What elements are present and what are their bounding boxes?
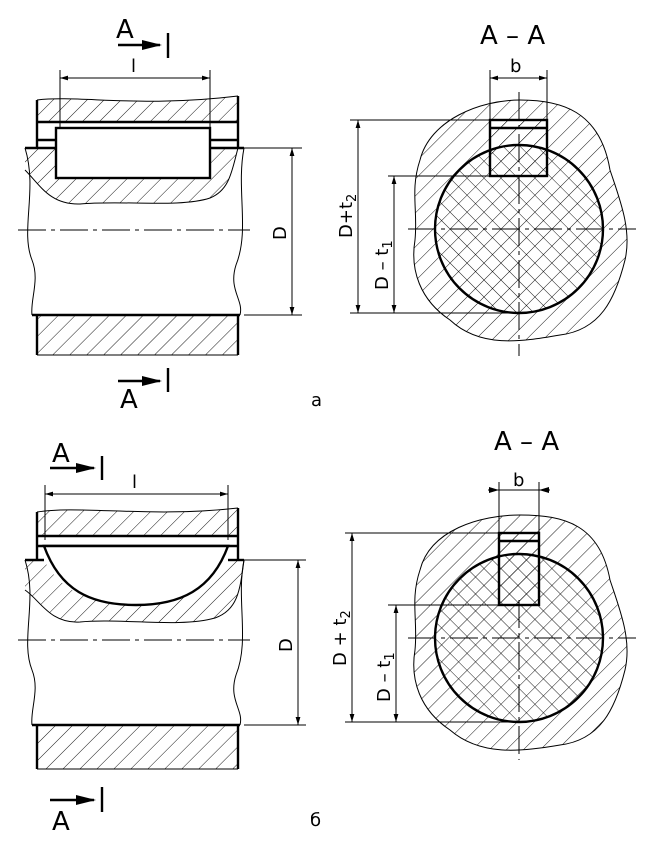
- figure-b-longitudinal-view: A l D: [18, 439, 306, 837]
- dim-D-plus-t2-label-b: D + t: [330, 619, 351, 666]
- caption-a: a: [311, 390, 322, 411]
- svg-text:D+t2: D+t2: [336, 194, 360, 238]
- dim-D-minus-t1-sub-a: 1: [381, 240, 396, 248]
- svg-text:D – t1: D – t1: [374, 652, 398, 702]
- dim-D-minus-t1-label-b: D – t: [374, 661, 395, 702]
- dim-l-label-a: l: [131, 56, 136, 77]
- figure-a-cross-section: A – A b D+t2 D – t1: [336, 21, 636, 356]
- dim-b-label-b: b: [513, 470, 524, 491]
- dim-D-minus-t1-sub-b: 1: [383, 652, 398, 660]
- dim-b-label-a: b: [510, 56, 521, 77]
- section-mark-a-bottom-letter: A: [120, 385, 138, 415]
- figure-b-cross-section: A – A b D + t2 D – t1: [330, 427, 636, 760]
- dim-D-label-b: D: [276, 638, 297, 652]
- dim-D-plus-t2-label-a: D+t: [336, 202, 357, 238]
- section-mark-b-bottom-letter: A: [52, 807, 70, 837]
- dim-D-plus-t2-sub-b: 2: [339, 610, 354, 618]
- figure-a-longitudinal-view: A l: [18, 15, 302, 415]
- svg-text:D – t1: D – t1: [372, 240, 396, 290]
- dim-D-label-a: D: [270, 226, 291, 240]
- dim-l-label-b: l: [132, 472, 137, 493]
- dim-D-plus-t2-sub-a: 2: [345, 194, 360, 202]
- section-mark-a-top-letter: A: [116, 15, 134, 45]
- caption-b: б: [310, 810, 321, 831]
- section-title-a: A – A: [480, 21, 545, 51]
- svg-text:D + t2: D + t2: [330, 610, 354, 666]
- section-mark-b-top-letter: A: [52, 439, 70, 469]
- dim-D-minus-t1-label-a: D – t: [372, 249, 393, 290]
- section-title-b: A – A: [494, 427, 559, 457]
